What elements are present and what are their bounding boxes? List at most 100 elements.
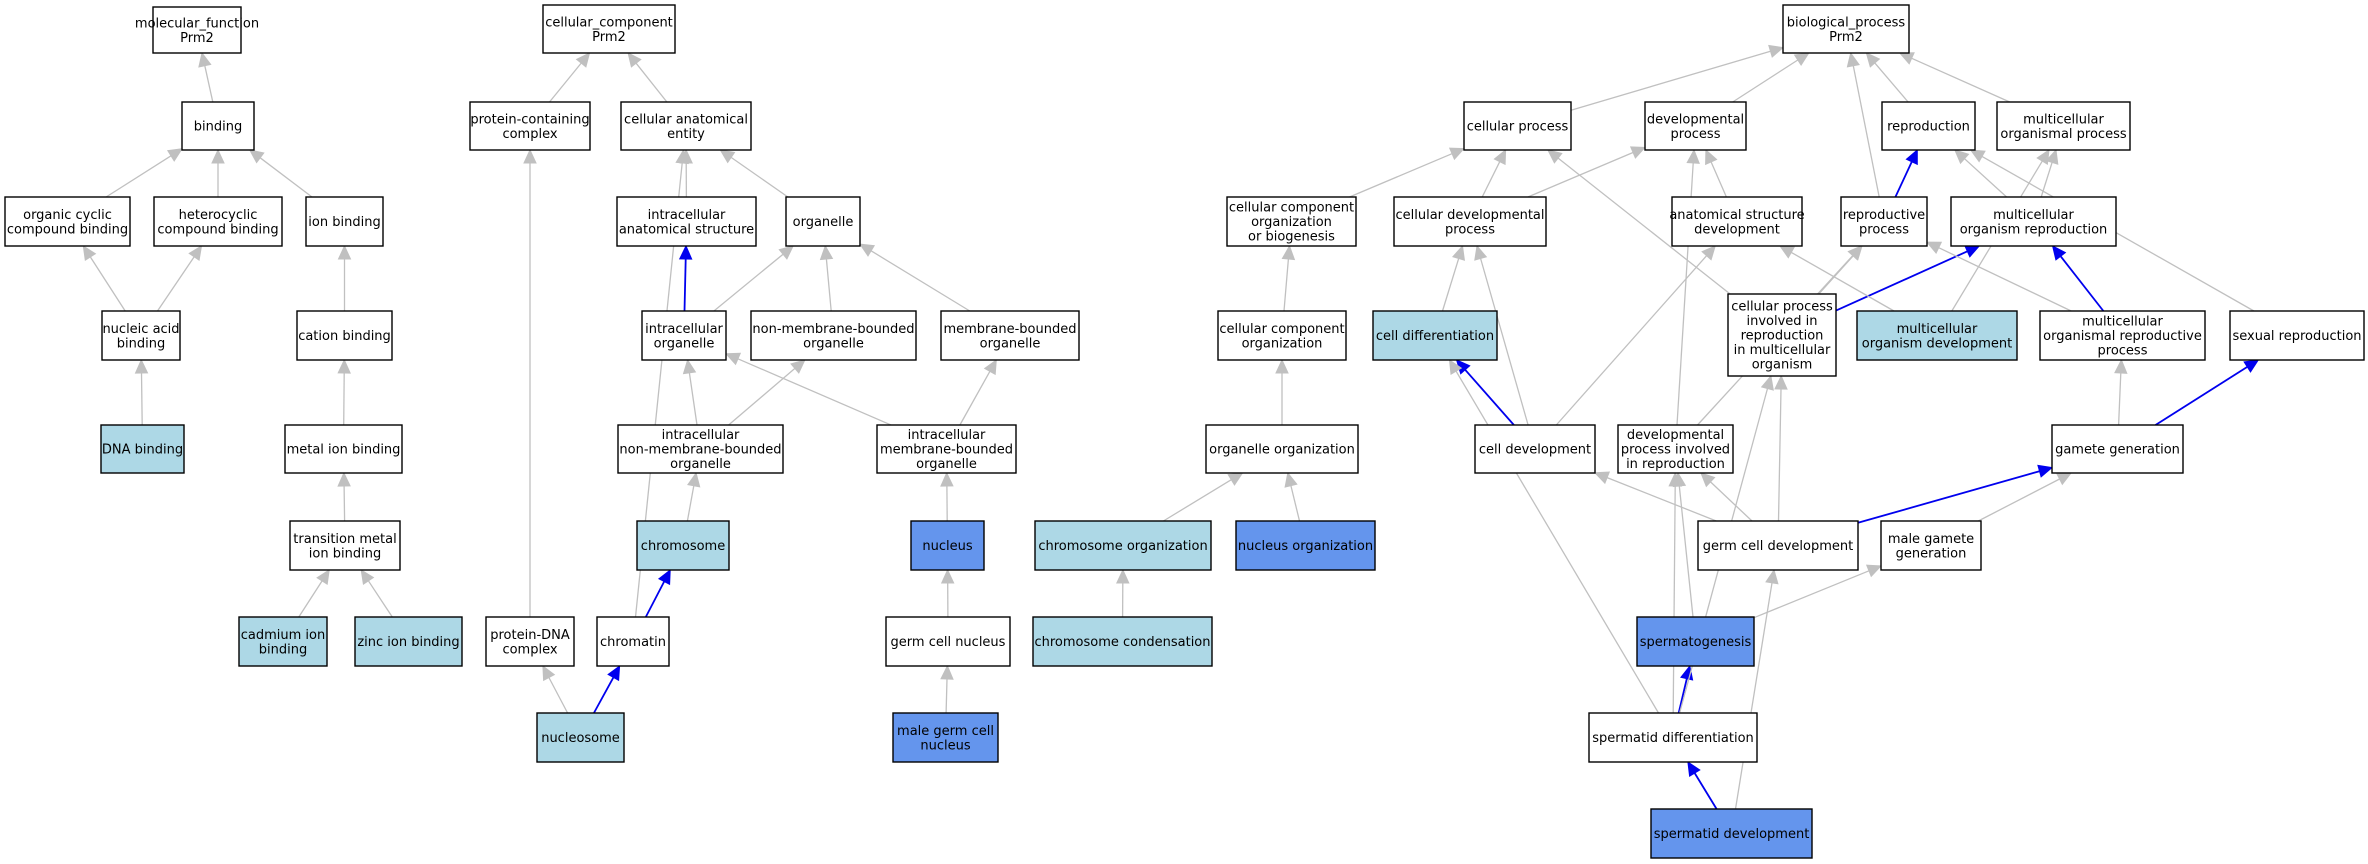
go-term-node-inmbo[interactable]: intracellularnon-membrane-boundedorganel… (617, 424, 784, 474)
edge-line (688, 372, 698, 426)
edge-arrowhead (337, 471, 351, 487)
go-term-node-cationb[interactable]: cation binding (296, 310, 393, 361)
go-term-node-ionb[interactable]: ion binding (305, 196, 384, 247)
edge-arrowhead (1765, 568, 1779, 585)
go-term-node-gcd[interactable]: germ cell development (1697, 520, 1859, 571)
edge-imbo-to-mbo (959, 358, 997, 426)
node-box (1950, 196, 2117, 247)
node-label: nucleus (920, 738, 970, 753)
edge-rp-to-bp (1846, 51, 1880, 198)
go-term-node-nucleus[interactable]: nucleus (910, 520, 985, 571)
go-term-node-sdiff[interactable]: spermatid differentiation (1588, 712, 1758, 763)
edge-cpirmo-to-cp (1546, 149, 1731, 295)
node-label: spermatid development (1654, 827, 1810, 842)
node-label: organization (1251, 215, 1332, 230)
node-box (1217, 310, 1347, 361)
edge-arrowhead (1925, 241, 1943, 255)
go-term-node-chromosome[interactable]: chromosome (636, 520, 730, 571)
edge-mgcn-to-gcn (940, 664, 954, 714)
edge-line (1710, 161, 1727, 198)
edge-cdev-to-asd (1555, 245, 1716, 426)
go-term-node-organelle[interactable]: organelle (785, 196, 861, 247)
node-box (1205, 424, 1359, 474)
edge-arrowhead (940, 471, 954, 487)
edge-line (156, 256, 195, 312)
go-term-node-sg[interactable]: spermatogenesis (1636, 616, 1755, 667)
node-label: organismal reproductive (2043, 329, 2202, 344)
go-term-node-chromatin[interactable]: chromatin (596, 616, 670, 667)
go-term-node-sr[interactable]: sexual reproduction (2229, 310, 2365, 361)
edge-arrowhead (1227, 472, 1244, 486)
edge-morp-to-mor (2051, 245, 2105, 312)
edge-arrowhead (819, 244, 834, 261)
go-term-node-oo[interactable]: organelle organization (1205, 424, 1359, 474)
node-label: in multicellular (1734, 343, 1831, 358)
edge-line (1734, 582, 1773, 810)
go-term-node-cdev[interactable]: cell development (1474, 424, 1596, 474)
node-label: germ cell development (1703, 539, 1853, 554)
node-box (1032, 616, 1213, 667)
edge-arrowhead (1284, 471, 1298, 488)
node-box (785, 196, 861, 247)
node-label: organelle (670, 457, 731, 472)
edge-line (959, 370, 991, 426)
node-label: involved in (1746, 314, 1817, 329)
edge-line (1693, 772, 1718, 810)
go-term-node-gg[interactable]: gamete generation (2051, 424, 2184, 474)
edge-arrowhead (719, 149, 736, 164)
go-term-node-no[interactable]: nucleus organization (1235, 520, 1376, 571)
go-term-node-cdiff[interactable]: cell differentiation (1372, 310, 1498, 361)
edge-arrowhead (360, 569, 375, 586)
node-label: chromosome condensation (1034, 635, 1210, 650)
node-label: multicellular (1993, 208, 2074, 223)
go-term-node-cp[interactable]: cellular process (1463, 101, 1572, 151)
go-term-node-repro[interactable]: reproduction (1881, 101, 1976, 151)
go-term-node-cond[interactable]: chromosome condensation (1032, 616, 1213, 667)
go-term-node-co[interactable]: chromosome organization (1034, 520, 1212, 571)
edge-mgg-to-gg (1978, 472, 2073, 522)
go-term-node-znb[interactable]: zinc ion binding (354, 616, 463, 667)
go-term-node-gcn[interactable]: germ cell nucleus (885, 616, 1011, 667)
node-label: male gamete (1888, 532, 1974, 547)
node-label: zinc ion binding (357, 635, 459, 650)
go-term-node-dnab[interactable]: DNA binding (100, 424, 185, 474)
go-term-node-metalb[interactable]: metal ion binding (284, 424, 403, 474)
node-label: multicellular (2023, 112, 2104, 127)
go-term-node-nucleosome[interactable]: nucleosome (536, 712, 625, 763)
go-term-node-binding[interactable]: binding (181, 101, 255, 151)
node-label: anatomical structure (619, 222, 754, 237)
go-term-node-sdev[interactable]: spermatid development (1650, 808, 1813, 859)
edge-line (1981, 155, 2255, 312)
edge-arrowhead (523, 148, 537, 164)
